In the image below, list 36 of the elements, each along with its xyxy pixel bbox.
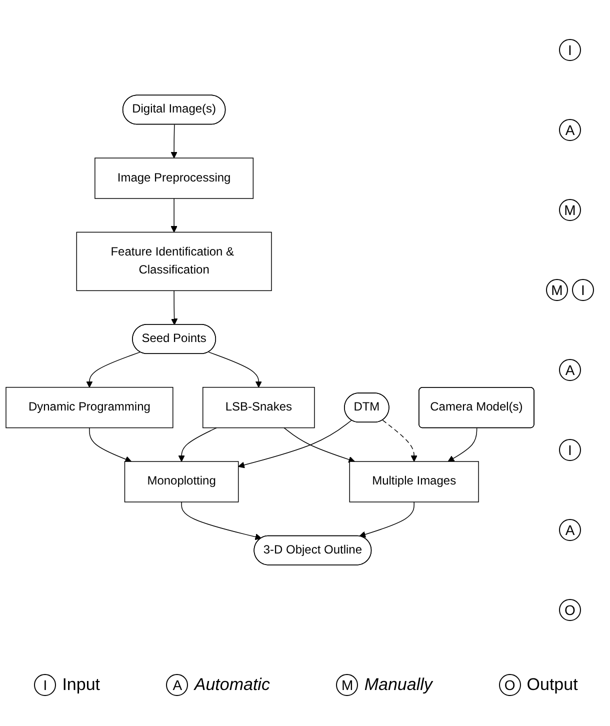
node-box: Multiple Images [349,461,479,502]
arrow [238,420,352,468]
circled-letter: I [572,279,594,301]
arrow [181,502,262,540]
arrow [208,352,262,388]
arrow [170,124,178,158]
circled-letter: O [559,599,581,621]
arrow [86,352,141,388]
node-box: Monoplotting [124,461,239,502]
arrow [170,198,178,232]
node-box: Dynamic Programming [6,386,174,428]
arrow [89,427,132,462]
circled-letter: I [559,39,581,61]
legend-symbol: M [336,674,358,696]
legend-symbol: O [498,674,521,696]
circled-letter: I [559,439,581,461]
legend-text: Input [62,675,100,695]
arrow [448,428,478,462]
node-box: Image Preprocessing [94,158,254,199]
node-box: Feature Identification & Classification [76,232,272,292]
legend-symbol: A [166,674,188,696]
circled-letter: M [546,279,568,301]
arrow [284,427,355,463]
circled-letter: A [559,519,581,541]
legend-symbol: I [34,674,56,696]
legend-text: Output [526,675,578,695]
arrow [382,420,418,462]
arrow [359,502,414,538]
circled-letter: A [559,359,581,381]
arrow [171,290,178,326]
circled-letter: A [559,119,581,141]
legend-text: Manually [364,675,432,695]
circled-letter: M [559,199,581,221]
legend-text: Automatic [194,675,270,695]
node-box: LSB-Snakes [202,386,315,428]
arrow [178,427,217,462]
